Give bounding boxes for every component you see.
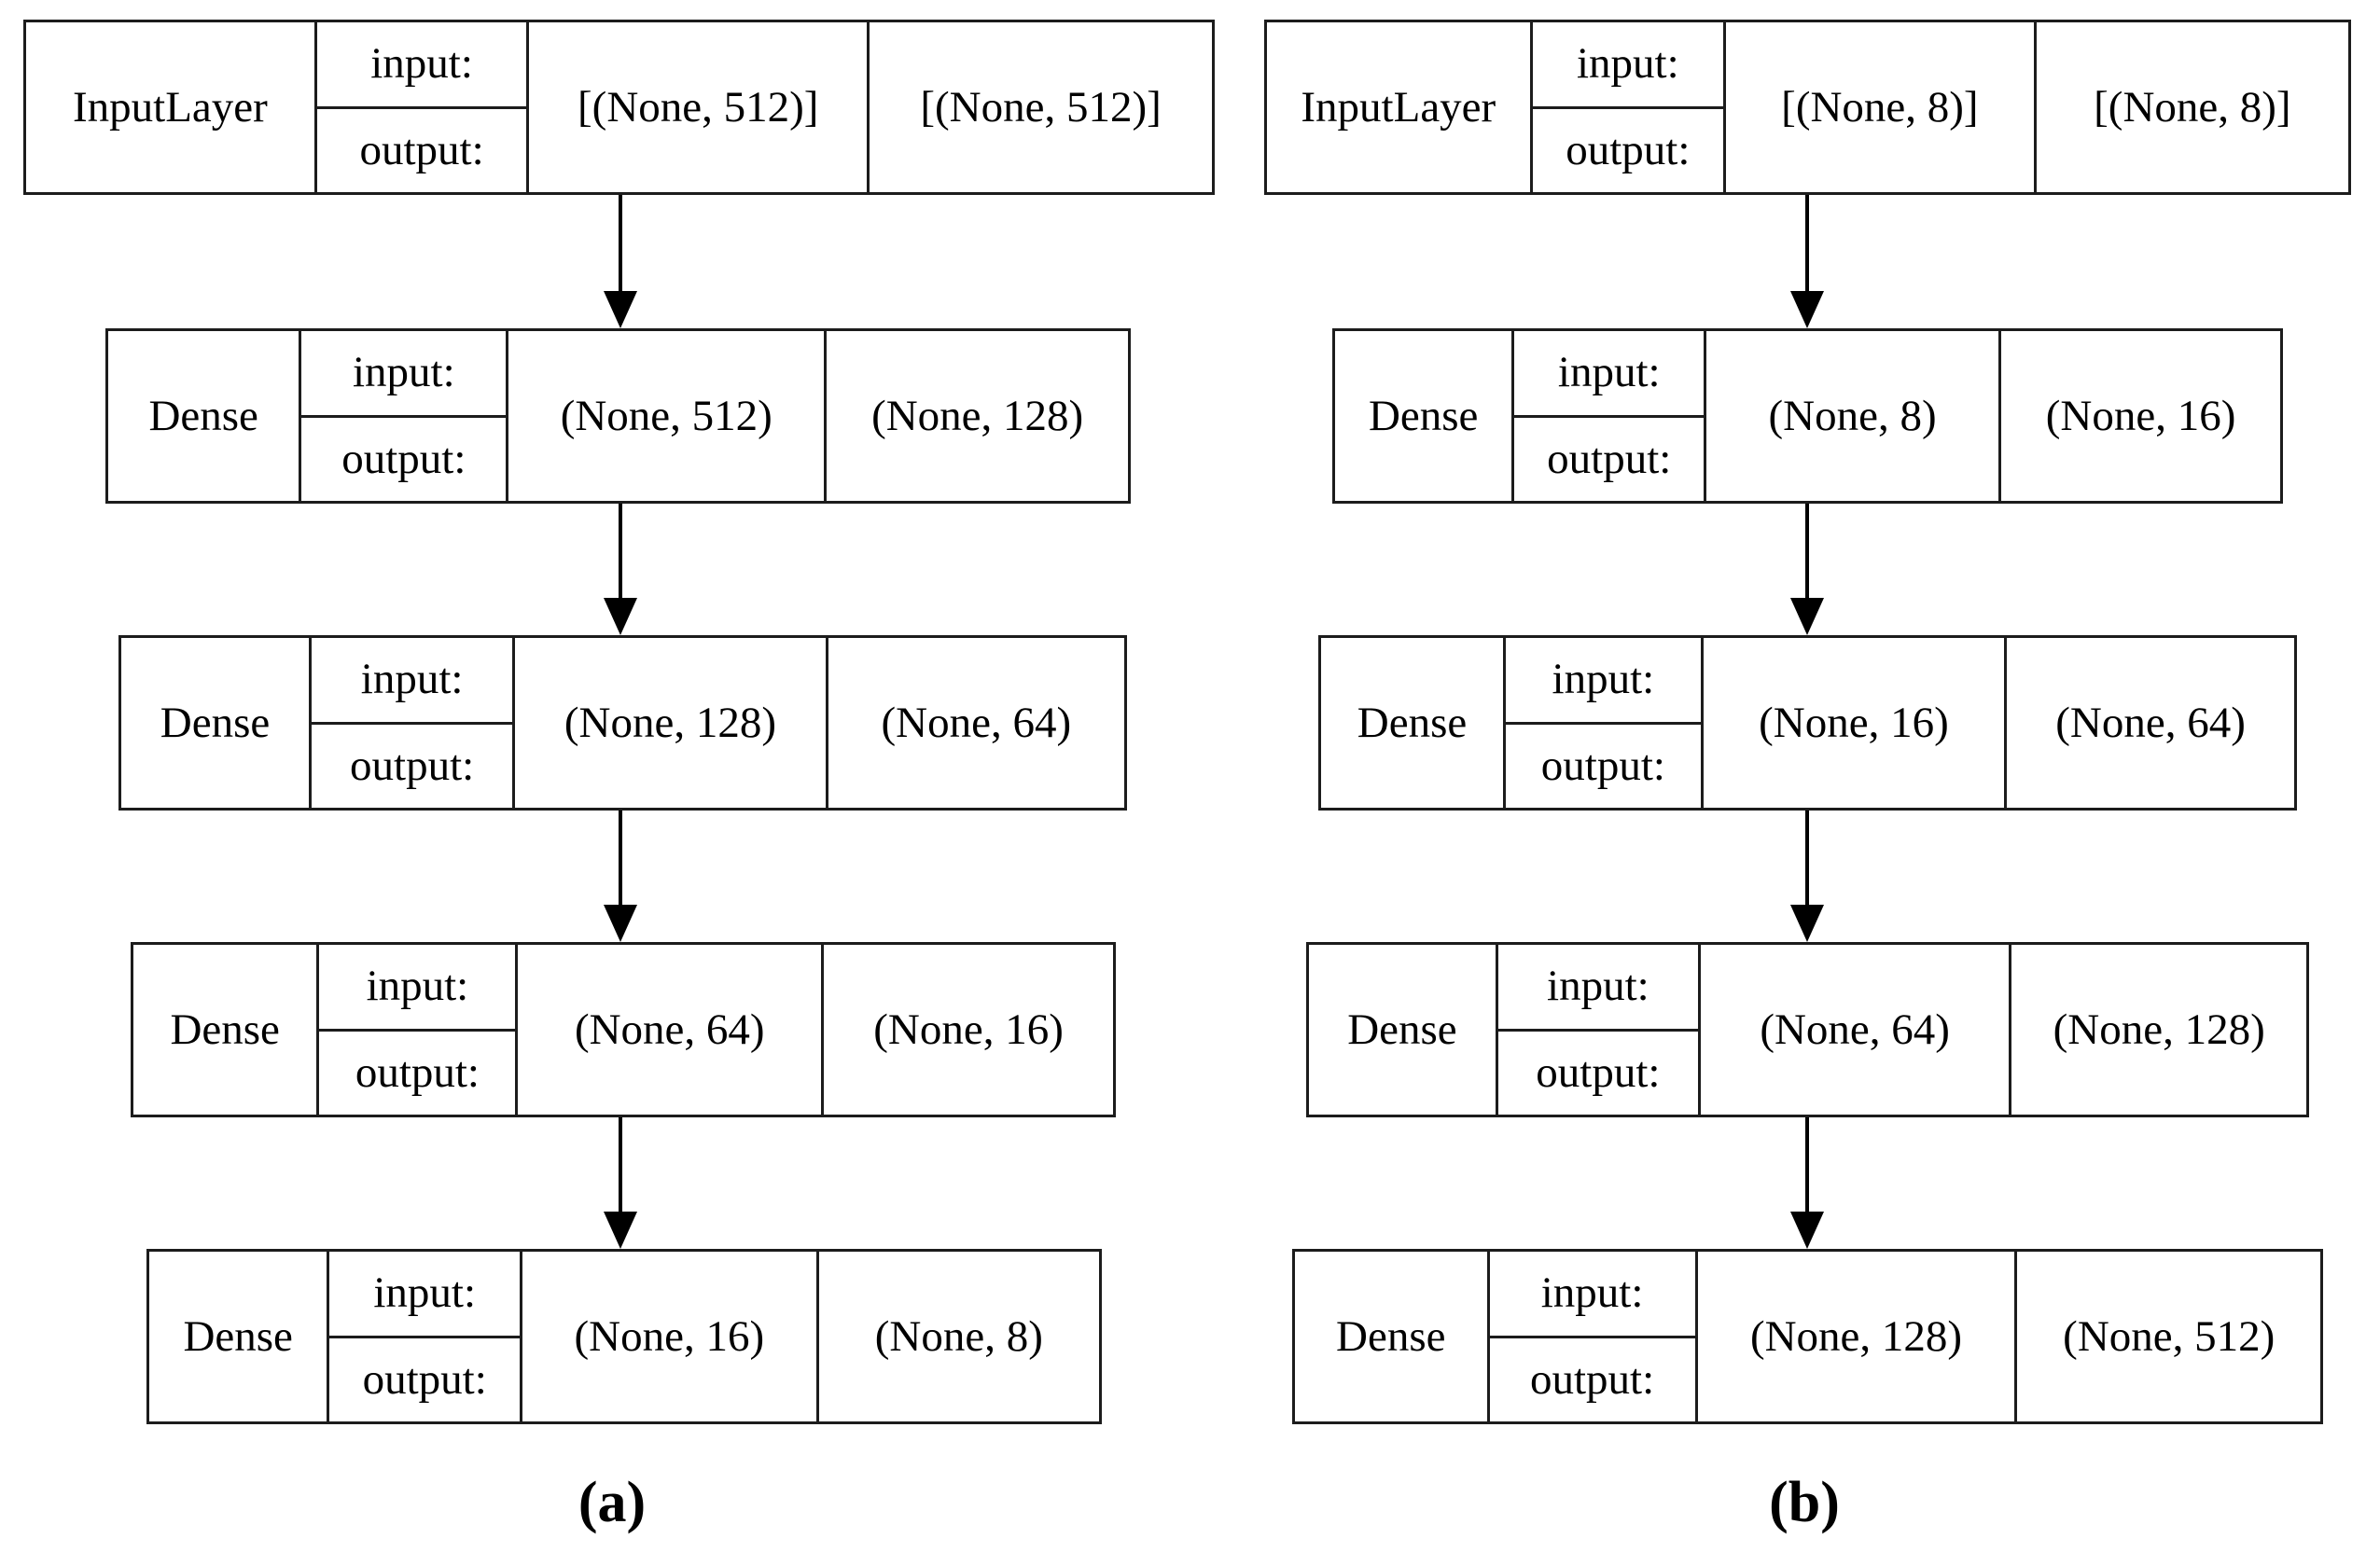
subfigure-label-a: (a) [578, 1471, 647, 1534]
input-label: input: [1514, 331, 1705, 418]
layer-name: Dense [160, 698, 271, 747]
layer-name: Dense [183, 1311, 293, 1361]
arrow-line [619, 811, 622, 908]
layer-node-input: InputLayer input: output: [(None, 8)] [(… [1264, 20, 2351, 195]
output-shape: (None, 8) [815, 1252, 1099, 1421]
arrow-line [619, 1117, 622, 1215]
output-shape: (None, 64) [2004, 638, 2294, 808]
output-shape: (None, 128) [824, 331, 1128, 501]
io-labels-cell: input: output: [309, 638, 513, 808]
subfigure-label-b: (b) [1769, 1471, 1840, 1534]
input-label: input: [319, 945, 516, 1032]
layer-name: InputLayer [1301, 82, 1496, 132]
arrow-line [1805, 811, 1809, 908]
io-labels-cell: input: output: [1503, 638, 1701, 808]
output-label: output: [1566, 125, 1691, 174]
layer-name: Dense [170, 1005, 280, 1054]
output-label: output: [1536, 1047, 1661, 1097]
arrow-head [604, 905, 637, 942]
input-shape: (None, 128) [1694, 1252, 2015, 1421]
layer-node-input: InputLayer input: output: [(None, 512)] … [23, 20, 1215, 195]
io-labels-cell: input: output: [299, 331, 507, 501]
input-label: input: [329, 1252, 520, 1338]
flow-arrow-down-icon [604, 195, 637, 328]
layer-name: Dense [1357, 698, 1468, 747]
arrow-head [1790, 291, 1824, 328]
output-shape: [(None, 512)] [867, 22, 1212, 192]
arrow-head [604, 1212, 637, 1249]
arrow-head [1790, 1212, 1824, 1249]
output-shape: (None, 16) [821, 945, 1113, 1115]
arrow-line [1805, 195, 1809, 295]
arrow-line [1805, 1117, 1809, 1215]
arrow-head [1790, 905, 1824, 942]
io-labels-cell: input: output: [316, 945, 516, 1115]
layer-node-dense: Dense input: output: (None, 64) (None, 1… [1306, 942, 2309, 1117]
input-label: input: [1506, 638, 1701, 725]
input-shape: (None, 64) [515, 945, 821, 1115]
layer-name: Dense [148, 391, 258, 440]
input-shape: (None, 64) [1697, 945, 2010, 1115]
arrow-line [619, 195, 622, 295]
output-label: output: [362, 1354, 487, 1404]
layer-name: Dense [1368, 391, 1479, 440]
io-labels-cell: input: output: [1529, 22, 1724, 192]
output-label: output: [1529, 1354, 1655, 1404]
flow-arrow-down-icon [604, 1117, 637, 1249]
input-shape: [(None, 8)] [1723, 22, 2034, 192]
output-shape: (None, 512) [2014, 1252, 2320, 1421]
layer-name: Dense [1347, 1005, 1457, 1054]
input-shape: (None, 16) [520, 1252, 816, 1421]
io-labels-cell: input: output: [1486, 1252, 1695, 1421]
flow-arrow-down-icon [604, 504, 637, 635]
io-labels-cell: input: output: [327, 1252, 520, 1421]
output-shape: [(None, 8)] [2033, 22, 2348, 192]
arrow-head [604, 291, 637, 328]
input-label: input: [1497, 945, 1698, 1032]
output-shape: (None, 128) [2009, 945, 2306, 1115]
output-label: output: [341, 434, 466, 483]
layer-node-dense: Dense input: output: (None, 128) (None, … [1292, 1249, 2323, 1424]
layer-node-dense: Dense input: output: (None, 16) (None, 6… [1318, 635, 2297, 811]
layer-node-dense: Dense input: output: (None, 512) (None, … [105, 328, 1131, 504]
io-labels-cell: input: output: [1511, 331, 1705, 501]
input-shape: (None, 128) [512, 638, 825, 808]
output-shape: (None, 64) [825, 638, 1124, 808]
output-label: output: [359, 125, 484, 174]
arrow-head [1790, 598, 1824, 635]
flow-arrow-down-icon [1790, 195, 1824, 328]
input-label: input: [301, 331, 507, 418]
arrow-line [1805, 504, 1809, 602]
input-label: input: [1532, 22, 1724, 109]
layer-node-dense: Dense input: output: (None, 64) (None, 1… [131, 942, 1116, 1117]
output-shape: (None, 16) [1998, 331, 2280, 501]
output-label: output: [1540, 741, 1665, 790]
layer-name: Dense [1336, 1311, 1446, 1361]
layer-node-dense: Dense input: output: (None, 128) (None, … [118, 635, 1127, 811]
output-label: output: [1547, 434, 1672, 483]
input-shape: (None, 8) [1704, 331, 1998, 501]
input-shape: [(None, 512)] [526, 22, 867, 192]
layer-node-dense: Dense input: output: (None, 8) (None, 16… [1332, 328, 2283, 504]
input-shape: (None, 512) [506, 331, 824, 501]
output-label: output: [355, 1047, 480, 1097]
arrow-line [619, 504, 622, 602]
flow-arrow-down-icon [604, 811, 637, 942]
layer-node-dense: Dense input: output: (None, 16) (None, 8… [146, 1249, 1102, 1424]
layer-name: InputLayer [73, 82, 268, 132]
arrow-head [604, 598, 637, 635]
input-label: input: [312, 638, 513, 725]
output-label: output: [350, 741, 475, 790]
io-labels-cell: input: output: [313, 22, 527, 192]
flow-arrow-down-icon [1790, 811, 1824, 942]
flow-arrow-down-icon [1790, 504, 1824, 635]
io-labels-cell: input: output: [1495, 945, 1698, 1115]
flow-arrow-down-icon [1790, 1117, 1824, 1249]
input-label: input: [1489, 1252, 1695, 1338]
input-label: input: [316, 22, 527, 109]
input-shape: (None, 16) [1700, 638, 2004, 808]
